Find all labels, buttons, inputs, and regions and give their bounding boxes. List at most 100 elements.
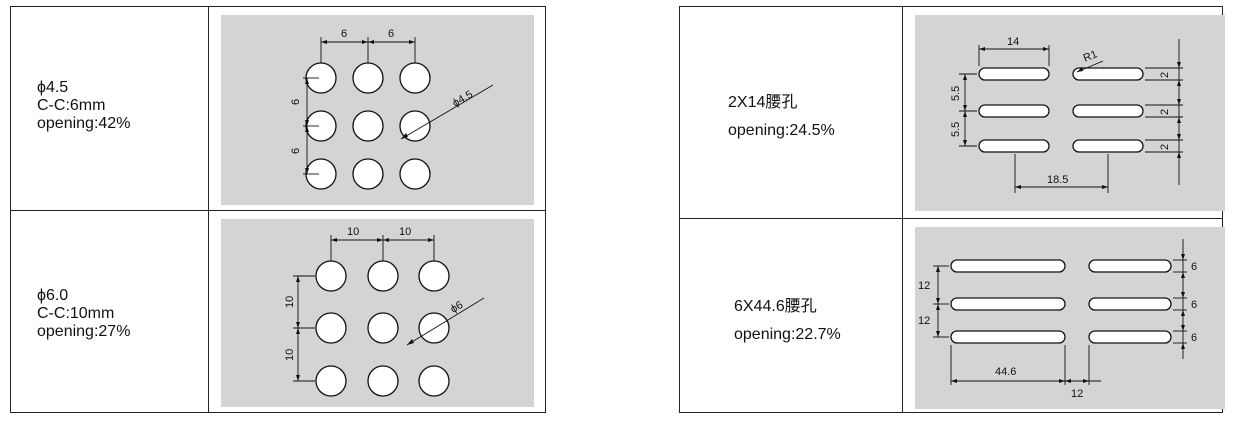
spec-row-slot-2x14: 2X14腰孔 opening:24.5% bbox=[680, 7, 1225, 218]
hole-pattern-panel: 10 10 10 10 bbox=[221, 219, 534, 407]
dimension-label: 6 bbox=[388, 28, 394, 40]
spec-row-round-6-0: ϕ6.0 C-C:10mm opening:27% bbox=[11, 210, 545, 412]
spec-label-cell: 6X44.6腰孔 opening:22.7% bbox=[680, 219, 903, 412]
spec-line: C-C:6mm bbox=[37, 97, 106, 114]
spec-row-round-4-5: ϕ4.5 C-C:6mm opening:42% bbox=[11, 7, 545, 210]
spec-label: ϕ6.0 C-C:10mm opening:27% bbox=[37, 287, 130, 341]
spec-label: 2X14腰孔 opening:24.5% bbox=[728, 89, 835, 145]
spec-label-cell: ϕ4.5 C-C:6mm opening:42% bbox=[11, 7, 209, 210]
diameter-label: ϕ6 bbox=[449, 299, 466, 316]
horizontal-dimension: 6 6 bbox=[320, 28, 416, 63]
dimension-label: 12 bbox=[1071, 388, 1083, 400]
spec-line: opening:42% bbox=[37, 115, 131, 132]
gap-dimension: 18.5 bbox=[1014, 154, 1109, 193]
diagram-cell: 10 10 10 10 bbox=[209, 211, 545, 412]
round-hole-diagram: 6 6 6 6 bbox=[290, 28, 494, 190]
diameter-label: ϕ4.5 bbox=[451, 88, 476, 109]
round-hole bbox=[352, 62, 384, 94]
dimension-label: 44.6 bbox=[995, 366, 1016, 378]
dimension-label: 2 bbox=[1159, 72, 1171, 78]
dimension-label: 5.5 bbox=[950, 122, 962, 137]
dimension-label: 10 bbox=[399, 226, 411, 238]
slot-hole bbox=[950, 330, 1066, 344]
slot-hole bbox=[950, 259, 1066, 273]
slot-hole bbox=[950, 297, 1066, 311]
round-hole bbox=[399, 110, 431, 142]
spec-line: ϕ6.0 bbox=[37, 287, 69, 304]
dimension-label: 6 bbox=[1191, 332, 1197, 344]
slot-hole bbox=[1088, 297, 1172, 311]
vertical-dimension: 5.5 5.5 bbox=[950, 73, 977, 147]
slot-length-dimension: 44.6 12 bbox=[950, 345, 1101, 400]
right-spec-table: 2X14腰孔 opening:24.5% bbox=[679, 6, 1225, 413]
dimension-label: 10 bbox=[347, 226, 359, 238]
left-spec-table: ϕ4.5 C-C:6mm opening:42% bbox=[10, 6, 546, 413]
diagram-cell: 12 12 bbox=[903, 219, 1225, 412]
dimension-label: 14 bbox=[1007, 36, 1019, 48]
round-hole bbox=[352, 110, 384, 142]
vertical-dimension: 10 10 bbox=[284, 275, 315, 382]
round-hole bbox=[367, 365, 399, 397]
round-hole bbox=[352, 158, 384, 190]
spec-label: ϕ4.5 C-C:6mm opening:42% bbox=[37, 79, 130, 133]
diagram-cell: 14 R1 bbox=[903, 7, 1225, 218]
dimension-label: 10 bbox=[284, 349, 296, 361]
spec-row-slot-6x44-6: 6X44.6腰孔 opening:22.7% bbox=[680, 218, 1225, 412]
round-hole bbox=[367, 260, 399, 292]
slot-hole bbox=[1072, 67, 1144, 81]
round-hole bbox=[399, 62, 431, 94]
dimension-label: 5.5 bbox=[950, 86, 962, 101]
dimension-label: 6 bbox=[290, 99, 302, 105]
slot-width-dimension: 6 6 6 bbox=[1173, 239, 1197, 359]
spec-line: opening:27% bbox=[37, 323, 131, 340]
dimension-label: 2 bbox=[1159, 144, 1171, 150]
slot-width-dimension: 2 2 2 bbox=[1145, 39, 1183, 185]
slot-grid bbox=[978, 67, 1144, 153]
dimension-label: 6 bbox=[1191, 299, 1197, 311]
dimension-label: 6 bbox=[341, 28, 347, 40]
round-hole bbox=[315, 365, 347, 397]
slot-hole-diagram: 14 R1 bbox=[950, 36, 1183, 193]
slot-hole bbox=[978, 67, 1050, 81]
dimension-label: 10 bbox=[284, 296, 296, 308]
round-hole-diagram: 10 10 10 10 bbox=[284, 226, 485, 397]
round-hole bbox=[315, 312, 347, 344]
dimension-label: 18.5 bbox=[1047, 174, 1068, 186]
dimension-label: 12 bbox=[918, 280, 930, 292]
slot-hole bbox=[1072, 104, 1144, 118]
diagram-cell: 6 6 6 6 bbox=[209, 7, 545, 210]
radius-leader: R1 bbox=[1076, 48, 1104, 73]
dimension-label: 6 bbox=[1191, 261, 1197, 273]
diameter-leader: ϕ6 bbox=[406, 297, 485, 346]
round-hole bbox=[399, 158, 431, 190]
spec-line: opening:22.7% bbox=[734, 326, 841, 343]
round-hole bbox=[418, 260, 450, 292]
hole-pattern-panel: 6 6 6 6 bbox=[221, 15, 534, 205]
round-hole bbox=[418, 365, 450, 397]
dimension-label: 2 bbox=[1159, 109, 1171, 115]
slot-hole bbox=[1072, 139, 1144, 153]
hole-grid bbox=[315, 260, 450, 397]
dimension-label: 6 bbox=[290, 148, 302, 154]
spec-line: ϕ4.5 bbox=[37, 79, 69, 96]
spec-line: 2X14腰孔 bbox=[728, 94, 798, 111]
horizontal-dimension: 10 10 bbox=[330, 226, 435, 261]
dimension-label: 12 bbox=[918, 315, 930, 327]
spec-label-cell: ϕ6.0 C-C:10mm opening:27% bbox=[11, 211, 209, 412]
spec-label-cell: 2X14腰孔 opening:24.5% bbox=[680, 7, 903, 218]
slot-length-dimension: 14 bbox=[978, 36, 1050, 66]
slot-hole bbox=[978, 104, 1050, 118]
slot-grid bbox=[950, 259, 1172, 344]
slot-hole-diagram: 12 12 bbox=[918, 239, 1197, 400]
vertical-dimension: 6 6 bbox=[290, 77, 319, 175]
slot-pattern-panel: 14 R1 bbox=[915, 15, 1225, 211]
round-hole bbox=[367, 312, 399, 344]
slot-hole bbox=[978, 139, 1050, 153]
vertical-dimension: 12 12 bbox=[918, 265, 949, 338]
spec-label: 6X44.6腰孔 opening:22.7% bbox=[734, 293, 841, 349]
spec-line: C-C:10mm bbox=[37, 305, 115, 322]
radius-label: R1 bbox=[1082, 48, 1100, 64]
round-hole bbox=[315, 260, 347, 292]
slot-hole bbox=[1088, 259, 1172, 273]
spec-line: opening:24.5% bbox=[728, 122, 835, 139]
